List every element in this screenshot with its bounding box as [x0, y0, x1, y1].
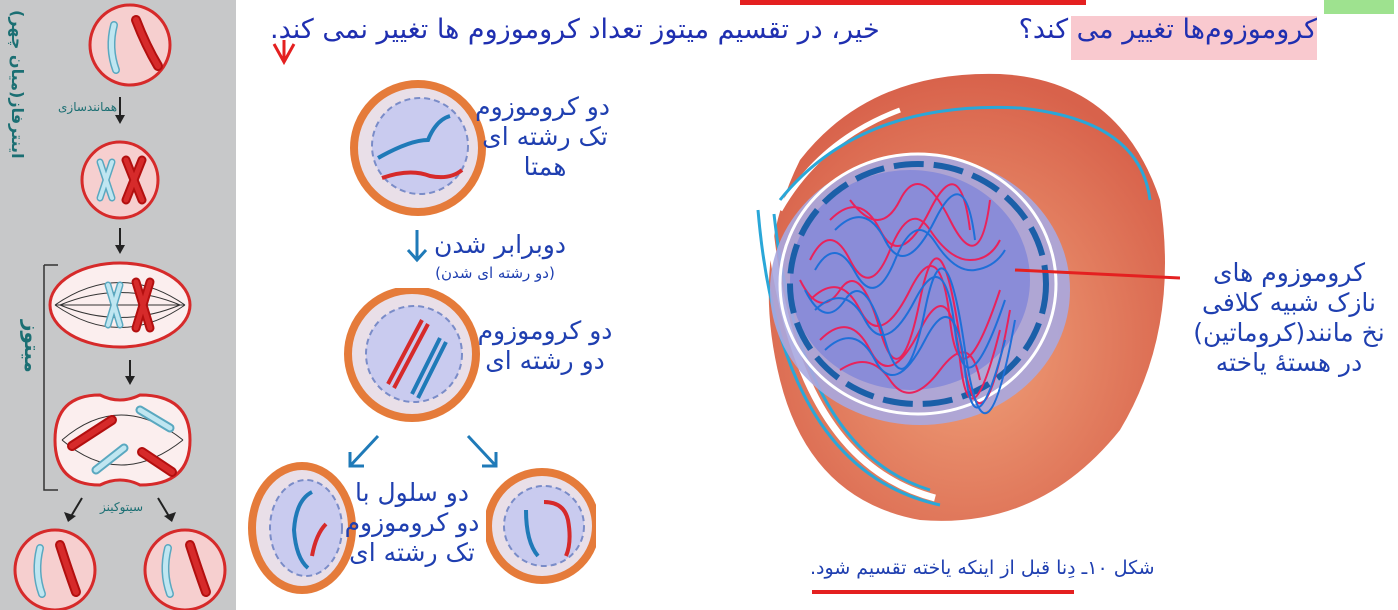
duplication-label: دوبرابر شدن: [436, 230, 566, 260]
label-homolog: دو کروموزوم تک رشته ای همتا: [480, 92, 610, 182]
corner-highlight: [1324, 0, 1394, 14]
header-underline: [740, 0, 1086, 5]
arrow-down-right-icon: [462, 432, 502, 472]
figure-caption: شکل ۱۰ـ دِنا قبل از اینکه یاخته تقسیم شو…: [810, 557, 1155, 579]
mitosis-sequence-diagram: [0, 0, 236, 610]
replication-label: همانندسازی: [58, 100, 117, 114]
caption-underline: [812, 590, 1074, 594]
daughter-cell-mid-right: [486, 460, 596, 590]
arrow-down-blue-icon: [402, 228, 432, 264]
arrow-down-left-icon: [344, 432, 384, 472]
label-daughters-line2: دو کروموزوم: [332, 508, 492, 538]
duplication-note: (دو رشته ای شدن): [420, 264, 570, 282]
callout-chromatin: کروموزوم های نازک شبیه کلافی نخ مانند(کر…: [1180, 258, 1398, 378]
daughter-cell-left: [15, 530, 95, 610]
label-double-strand: دو کروموزوم دو رشته ای: [470, 316, 620, 376]
label-daughters-line1: دو سلول با: [332, 478, 492, 508]
label-daughters: دو سلول با دو کروموزوم تک رشته ای: [332, 478, 492, 568]
duplicated-cell: [336, 288, 492, 428]
label-daughters-line3: تک رشته ای: [332, 538, 492, 568]
mitosis-label: میتوز: [20, 320, 44, 373]
daughter-cell-right: [145, 530, 225, 610]
down-arrow-icon: [270, 38, 300, 66]
large-cell-diagram: [740, 60, 1180, 540]
metaphase-cell: [50, 263, 190, 347]
interphase-cell-single: [90, 5, 170, 85]
interphase-cell-duplicated: [82, 142, 158, 218]
mitosis-sequence-panel: همانندسازی اینترفاز(میان چهر) میتوز سیتو…: [0, 0, 236, 610]
label-homolog-line1: دو کروموزوم: [480, 92, 610, 122]
callout-line4: در هستهٔ یاخته: [1180, 348, 1398, 378]
label-double-line1: دو کروموزوم: [470, 316, 620, 346]
cytokinesis-label: سیتوکینز: [100, 500, 143, 514]
interphase-label: اینترفاز(میان چهر): [8, 10, 27, 159]
anaphase-cell: [55, 395, 190, 485]
callout-line2: نازک شبیه کلافی: [1180, 288, 1398, 318]
callout-line3: نخ مانند(کروماتین): [1180, 318, 1398, 348]
label-double-line2: دو رشته ای: [470, 346, 620, 376]
label-homolog-line3: همتا: [480, 152, 610, 182]
label-homolog-line2: تک رشته ای: [480, 122, 610, 152]
callout-line1: کروموزوم های: [1180, 258, 1398, 288]
question-text: کروموزوم‌ها تغییر می کند؟: [1071, 14, 1317, 45]
answer-text: خیر، در تقسیم میتوز تعداد کروموزوم ها تغ…: [270, 14, 880, 45]
